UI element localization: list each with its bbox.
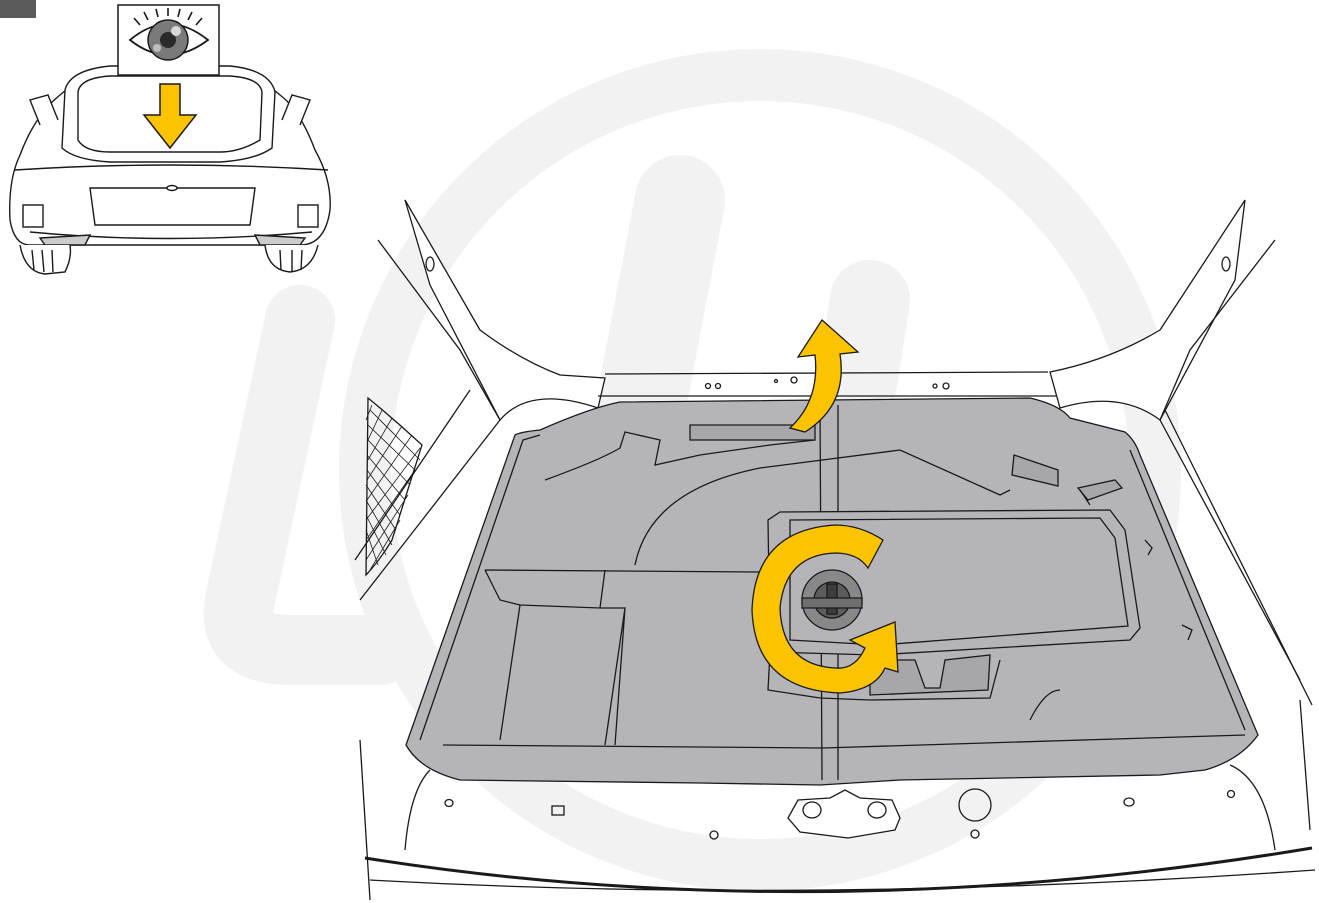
side-net [365, 396, 423, 577]
corner-tab [0, 0, 36, 18]
trunk-body [354, 199, 1313, 901]
lift-arrow [788, 319, 860, 433]
arrow-down-icon [142, 83, 198, 150]
storage-tray [405, 397, 1259, 786]
trunk-sill [364, 764, 1316, 894]
rotate-arrow [751, 524, 899, 694]
hold-down-bolt [801, 569, 863, 631]
eye-icon [117, 4, 220, 76]
